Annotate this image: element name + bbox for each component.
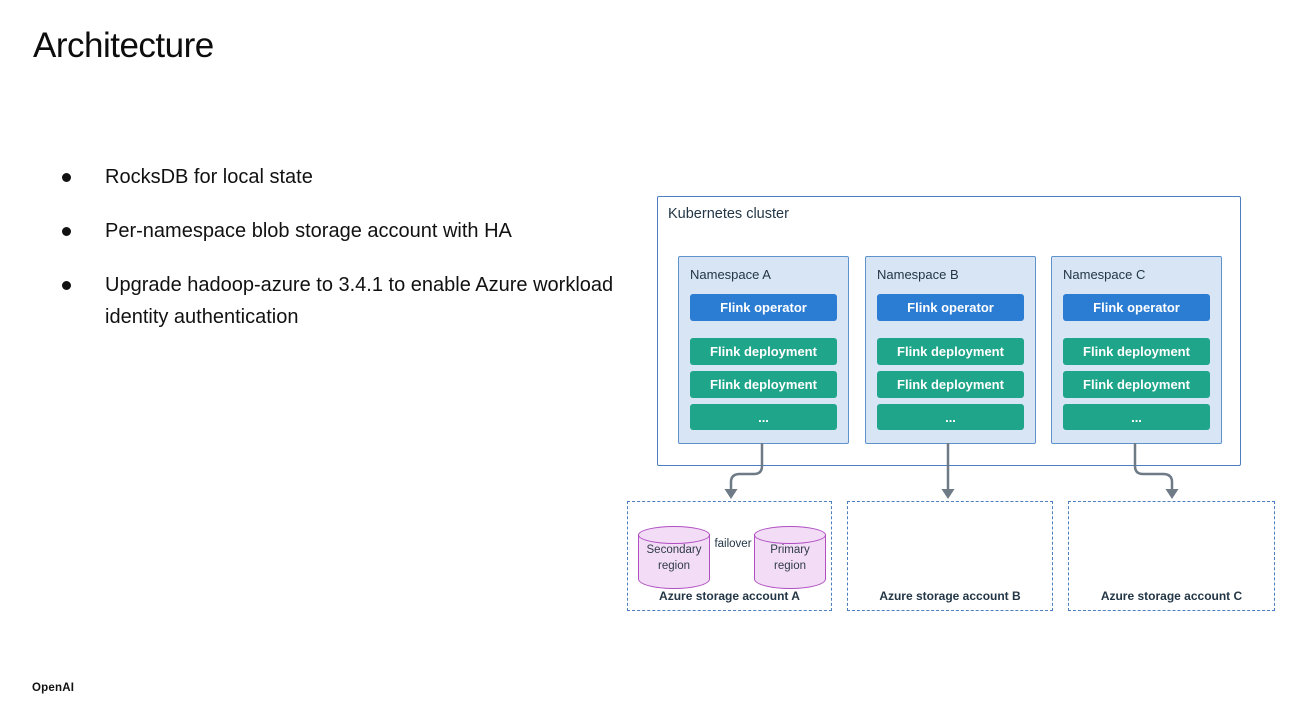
- bullet-icon: [62, 173, 71, 182]
- namespace-c-box: Namespace C Flink operator Flink deploym…: [1051, 256, 1222, 444]
- flink-deployment-shape: Flink deployment: [877, 371, 1024, 398]
- flink-operator-shape: Flink operator: [690, 294, 837, 321]
- list-item: RocksDB for local state: [62, 161, 615, 193]
- more-deployments-shape: ...: [877, 404, 1024, 430]
- more-deployments-shape: ...: [1063, 404, 1210, 430]
- failover-label: failover: [714, 538, 752, 550]
- namespace-a-box: Namespace A Flink operator Flink deploym…: [678, 256, 849, 444]
- cluster-label: Kubernetes cluster: [668, 206, 789, 222]
- flink-deployment-shape: Flink deployment: [690, 338, 837, 365]
- primary-region-label: Primary region: [770, 544, 810, 572]
- namespace-label: Namespace A: [690, 267, 771, 282]
- storage-account-c-box: Azure storage account C: [1068, 501, 1275, 611]
- bullet-icon: [62, 281, 71, 290]
- primary-region-cylinder-icon: Primary region: [754, 526, 826, 589]
- bullet-list: RocksDB for local state Per-namespace bl…: [62, 161, 615, 355]
- flink-deployment-shape: Flink deployment: [690, 371, 837, 398]
- bullet-icon: [62, 227, 71, 236]
- flink-operator-shape: Flink operator: [1063, 294, 1210, 321]
- list-item: Upgrade hadoop-azure to 3.4.1 to enable …: [62, 269, 615, 333]
- storage-account-b-box: Azure storage account B: [847, 501, 1053, 611]
- kubernetes-cluster-box: Kubernetes cluster Namespace A Flink ope…: [657, 196, 1241, 466]
- arrowhead-c: [1165, 489, 1179, 499]
- flink-deployment-shape: Flink deployment: [1063, 371, 1210, 398]
- secondary-region-cylinder-icon: Secondary region: [638, 526, 710, 589]
- storage-account-label: Azure storage account B: [879, 589, 1021, 603]
- namespace-label: Namespace B: [877, 267, 959, 282]
- namespace-label: Namespace C: [1063, 267, 1146, 282]
- arrowhead-a: [724, 489, 738, 499]
- bullet-text: Per-namespace blob storage account with …: [105, 220, 512, 242]
- flink-deployment-shape: Flink deployment: [877, 338, 1024, 365]
- list-item: Per-namespace blob storage account with …: [62, 215, 615, 247]
- storage-account-label: Azure storage account A: [659, 589, 800, 603]
- page-title: Architecture: [33, 26, 214, 65]
- openai-logo: OpenAI: [32, 682, 75, 694]
- secondary-region-label: Secondary region: [646, 544, 702, 572]
- flink-operator-shape: Flink operator: [877, 294, 1024, 321]
- storage-account-label: Azure storage account C: [1100, 589, 1243, 603]
- more-deployments-shape: ...: [690, 404, 837, 430]
- namespace-b-box: Namespace B Flink operator Flink deploym…: [865, 256, 1036, 444]
- bullet-text: RocksDB for local state: [105, 166, 313, 188]
- flink-deployment-shape: Flink deployment: [1063, 338, 1210, 365]
- arrowhead-b: [941, 489, 955, 499]
- storage-account-a-box: Secondary region Primary region failover…: [627, 501, 832, 611]
- bullet-text: Upgrade hadoop-azure to 3.4.1 to enable …: [105, 274, 614, 328]
